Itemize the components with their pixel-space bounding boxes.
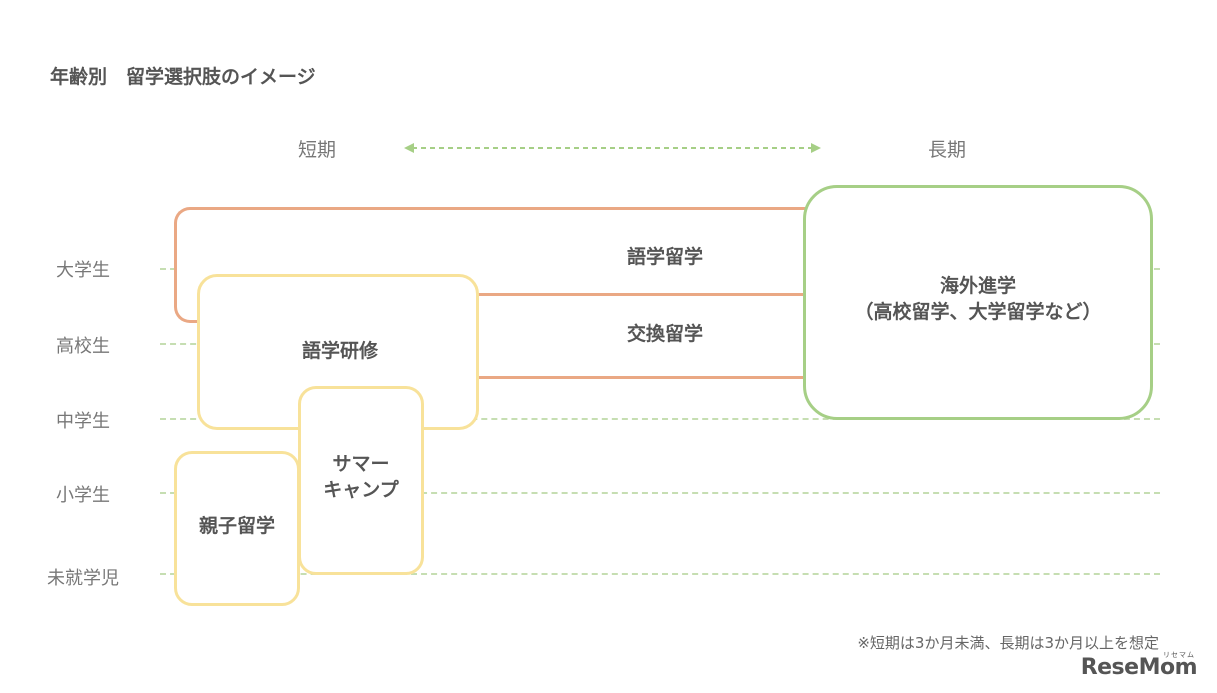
overseas-admission-label: 海外進学 （高校留学、大学留学など）: [803, 274, 1153, 325]
short-term-label: 短期: [298, 139, 337, 161]
language-study-label: 語学留学: [626, 246, 703, 268]
parent-child-study-label: 親子留学: [198, 515, 275, 537]
summer-camp-label-line1: サマー: [332, 453, 390, 475]
duration-arrow: [404, 143, 821, 153]
row-label-preschool: 未就学児: [47, 568, 119, 589]
footnote: ※短期は3か月未満、長期は3か月以上を想定: [857, 634, 1159, 652]
gridline-elementary: [160, 492, 1160, 494]
summer-camp-label-line2: キャンプ: [323, 478, 399, 501]
long-term-label: 長期: [928, 139, 967, 161]
exchange-study-label: 交換留学: [626, 323, 703, 345]
row-label-university: 大学生: [56, 260, 110, 281]
logo-subtext: リセマム: [1163, 651, 1195, 659]
resemom-logo: ReseMom リセマム: [1080, 651, 1198, 680]
row-label-high-school: 高校生: [56, 336, 110, 357]
logo-text: ReseMom: [1080, 655, 1198, 680]
overseas-admission-box: [803, 185, 1153, 420]
row-label-junior-high: 中学生: [56, 411, 110, 432]
parent-child-study-box: [174, 451, 300, 606]
exchange-study-box: [440, 293, 860, 379]
overseas-admission-label-line2: （高校留学、大学留学など）: [854, 300, 1102, 323]
row-label-elementary: 小学生: [56, 485, 110, 506]
gridline-junior-high: [160, 418, 1160, 420]
gridline-preschool: [160, 573, 1160, 575]
summer-camp-label: サマー キャンプ: [298, 452, 424, 503]
summer-camp-box: [298, 386, 424, 575]
language-training-label: 語学研修: [301, 340, 378, 362]
diagram-title: 年齢別 留学選択肢のイメージ: [50, 66, 316, 88]
overseas-admission-label-line1: 海外進学: [939, 275, 1016, 297]
